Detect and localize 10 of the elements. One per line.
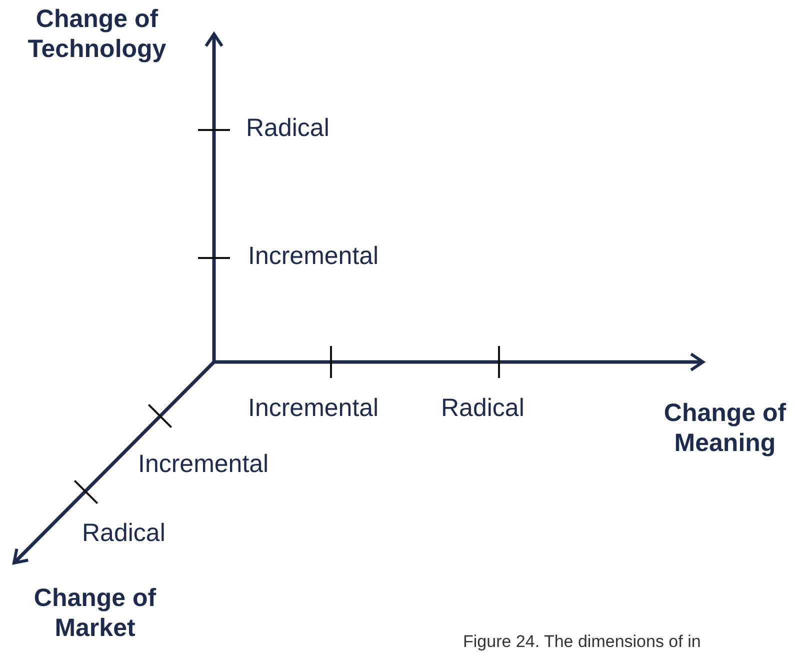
axis-title: Change of Technology bbox=[26, 4, 168, 64]
tick-label: Incremental bbox=[248, 241, 379, 271]
tick-label: Incremental bbox=[138, 449, 269, 479]
tick-label: Radical bbox=[82, 518, 166, 548]
tick-label: Incremental bbox=[248, 393, 379, 423]
axis-title: Change of Meaning bbox=[662, 398, 788, 458]
figure-caption: Figure 24. The dimensions of in bbox=[463, 632, 701, 652]
tick-label: Radical bbox=[441, 393, 524, 423]
axis-title: Change of Market bbox=[32, 583, 158, 643]
tick-label: Radical bbox=[246, 113, 330, 143]
